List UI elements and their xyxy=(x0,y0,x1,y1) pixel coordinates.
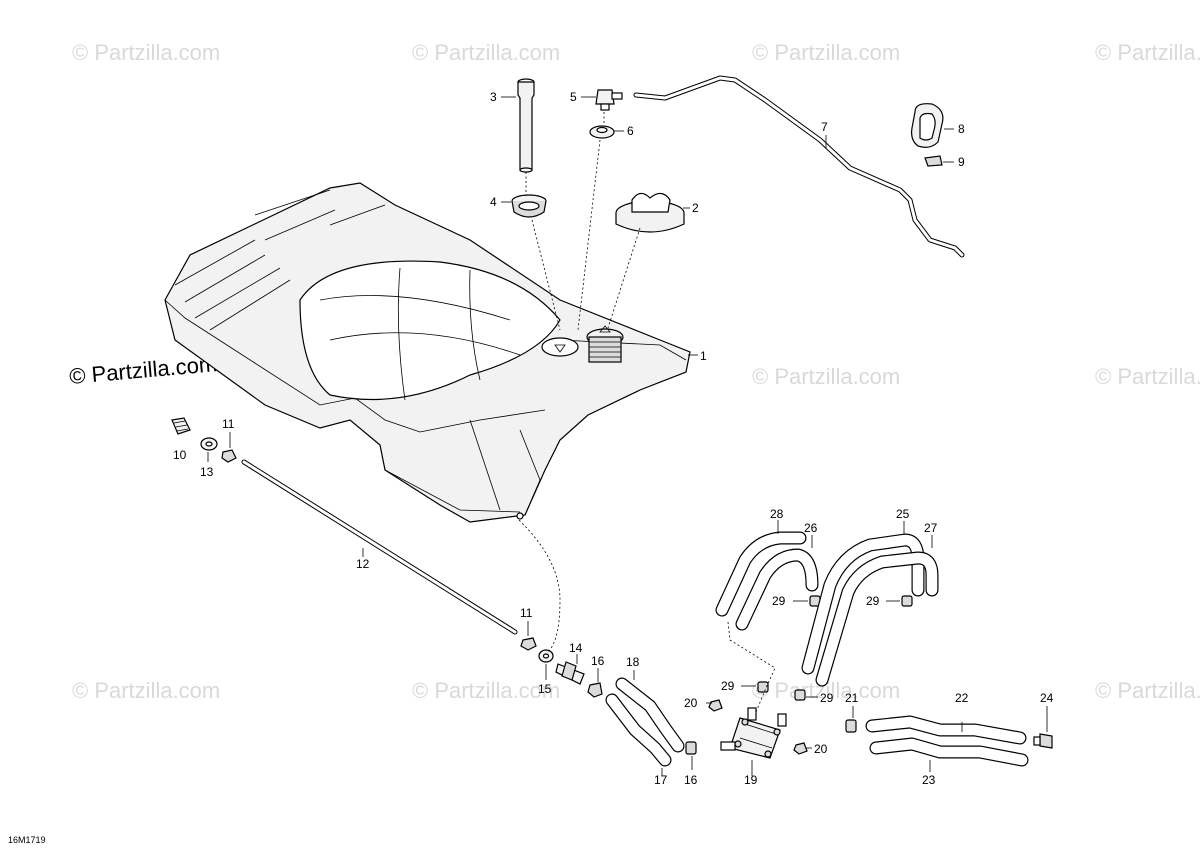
hose-fitting xyxy=(555,661,585,685)
callout-5[interactable]: 5 xyxy=(570,90,577,104)
nut xyxy=(221,449,237,463)
callout-labels: 1 2 3 4 5 6 7 8 9 10 11 11 12 13 14 15 1… xyxy=(173,90,1054,787)
callout-16[interactable]: 16 xyxy=(684,773,698,787)
callout-10[interactable]: 10 xyxy=(173,448,187,462)
watermark-text: © Partzilla.com xyxy=(412,40,560,65)
vent-valve xyxy=(595,89,623,111)
fuel-filter xyxy=(720,707,787,759)
valve-grommet xyxy=(589,125,615,139)
hose-clamp xyxy=(845,719,857,733)
callout-18[interactable]: 18 xyxy=(626,655,640,669)
callout-1[interactable]: 1 xyxy=(700,349,707,363)
callout-29[interactable]: 29 xyxy=(820,691,834,705)
hose-clamp xyxy=(685,741,697,755)
fuel-tank xyxy=(164,182,691,523)
fuel-hose xyxy=(605,693,672,767)
callout-26[interactable]: 26 xyxy=(804,521,818,535)
callout-20[interactable]: 20 xyxy=(814,742,828,756)
callout-29[interactable]: 29 xyxy=(772,594,786,608)
vent-hose xyxy=(633,75,965,258)
nut xyxy=(587,682,603,698)
callout-7[interactable]: 7 xyxy=(821,120,828,134)
washer xyxy=(538,649,554,663)
washer xyxy=(200,437,218,451)
callout-9[interactable]: 9 xyxy=(958,155,965,169)
callout-6[interactable]: 6 xyxy=(627,124,634,138)
strap-clip xyxy=(924,155,943,167)
callout-17[interactable]: 17 xyxy=(654,773,668,787)
callout-leaders xyxy=(207,96,1048,776)
callout-22[interactable]: 22 xyxy=(955,691,969,705)
fuel-hose xyxy=(865,715,1027,745)
nut xyxy=(520,637,537,651)
callout-29[interactable]: 29 xyxy=(866,594,880,608)
watermark-text: © Partzilla.com xyxy=(752,40,900,65)
callout-11[interactable]: 11 xyxy=(222,417,235,431)
callout-23[interactable]: 23 xyxy=(922,773,936,787)
callout-20[interactable]: 20 xyxy=(684,696,698,710)
callout-8[interactable]: 8 xyxy=(958,122,965,136)
filler-neck-adapter xyxy=(511,194,547,218)
callout-25[interactable]: 25 xyxy=(896,507,910,521)
callout-15[interactable]: 15 xyxy=(538,682,552,696)
nut xyxy=(793,742,808,755)
assembly-guide-lines xyxy=(518,112,776,713)
fuel-cap xyxy=(615,192,685,233)
fuel-hose xyxy=(735,548,819,631)
watermark-text: © Partzilla.com xyxy=(1095,364,1200,389)
cap-strap xyxy=(911,103,944,148)
callout-11[interactable]: 11 xyxy=(520,606,533,620)
callout-12[interactable]: 12 xyxy=(356,557,370,571)
callout-24[interactable]: 24 xyxy=(1040,691,1054,705)
watermark-text: © Partzilla.com xyxy=(72,40,220,65)
drain-tube xyxy=(241,459,518,635)
diagram-code: 16M1719 xyxy=(8,835,46,845)
fuel-hose xyxy=(715,531,807,617)
watermark-text: © Partzilla.com xyxy=(752,364,900,389)
callout-21[interactable]: 21 xyxy=(845,691,859,705)
callout-27[interactable]: 27 xyxy=(924,521,938,535)
callout-29[interactable]: 29 xyxy=(721,679,735,693)
watermark-text-dark: © Partzilla.com xyxy=(68,351,218,389)
watermark-text: © Partzilla.com xyxy=(412,678,560,703)
fuel-hose xyxy=(869,737,1029,767)
fuel-hose xyxy=(815,551,939,687)
callout-14[interactable]: 14 xyxy=(569,641,583,655)
watermark-text: © Partzilla.com xyxy=(1095,40,1200,65)
callout-13[interactable]: 13 xyxy=(200,465,214,479)
callout-3[interactable]: 3 xyxy=(490,90,497,104)
bleed-screw xyxy=(171,417,191,435)
callout-19[interactable]: 19 xyxy=(744,773,758,787)
callout-2[interactable]: 2 xyxy=(692,201,699,215)
watermark-text: © Partzilla.com xyxy=(1095,678,1200,703)
watermark-text: © Partzilla.com xyxy=(72,678,220,703)
hose-clamp xyxy=(794,689,806,701)
fuel-hose xyxy=(615,677,685,753)
hose-clamp xyxy=(901,595,913,607)
filler-tube xyxy=(517,78,535,173)
nut xyxy=(708,699,723,712)
callout-16[interactable]: 16 xyxy=(591,654,605,668)
callout-4[interactable]: 4 xyxy=(490,195,497,209)
quick-connector xyxy=(1033,733,1053,749)
callout-28[interactable]: 28 xyxy=(770,507,784,521)
